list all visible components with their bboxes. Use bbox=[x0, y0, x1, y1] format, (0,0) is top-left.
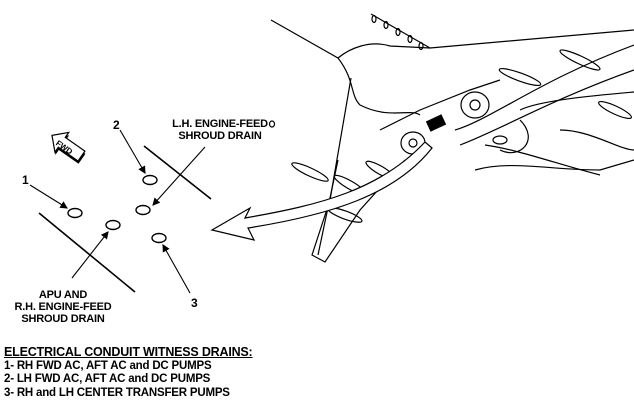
legend-title: ELECTRICAL CONDUIT WITNESS DRAINS: bbox=[4, 345, 253, 359]
fwd-arrow-icon bbox=[51, 131, 86, 164]
drain-3 bbox=[151, 232, 167, 244]
detail-pointer-arrow bbox=[210, 141, 433, 241]
leader-3 bbox=[162, 244, 191, 294]
legend-item: 1- RH FWD AC, AFT AC and DC PUMPS bbox=[4, 359, 212, 372]
panel-edge-line bbox=[38, 212, 136, 293]
panel-edge-line bbox=[143, 145, 212, 200]
label-line: APU AND bbox=[38, 289, 88, 301]
label-line: SHROUD DRAIN bbox=[178, 130, 262, 142]
legend-item: 2- LH FWD AC, AFT AC and DC PUMPS bbox=[4, 373, 211, 385]
label-line: R.H. ENGINE-FEED bbox=[14, 301, 112, 313]
drain-1 bbox=[67, 207, 83, 219]
drain-2 bbox=[142, 174, 158, 186]
drain-legend: ELECTRICAL CONDUIT WITNESS DRAINS: 1- RH… bbox=[4, 345, 253, 400]
aircraft-outline bbox=[268, 13, 634, 263]
leader-apu-drain bbox=[71, 231, 109, 279]
label-line: L.H. ENGINE-FEED bbox=[172, 118, 268, 130]
callout-3: 3 bbox=[191, 296, 198, 310]
fuselage-windows bbox=[370, 13, 431, 51]
label-line: SHROUD DRAIN bbox=[21, 313, 105, 325]
leader-1 bbox=[29, 184, 68, 209]
leader-lh-drain bbox=[152, 146, 206, 206]
drain-apu-rh-engine-feed bbox=[105, 219, 121, 231]
lh-engine-feed-drain-label: L.H. ENGINE-FEED SHROUD DRAIN bbox=[160, 118, 280, 142]
leader-2 bbox=[119, 129, 146, 174]
legend-item: 3- RH and LH CENTER TRANSFER PUMPS bbox=[4, 386, 230, 399]
apu-rh-engine-feed-drain-label: APU AND R.H. ENGINE-FEED SHROUD DRAIN bbox=[2, 289, 124, 325]
callout-2: 2 bbox=[113, 118, 120, 132]
callout-1: 1 bbox=[22, 173, 29, 187]
drain-lh-engine-feed bbox=[135, 204, 151, 216]
